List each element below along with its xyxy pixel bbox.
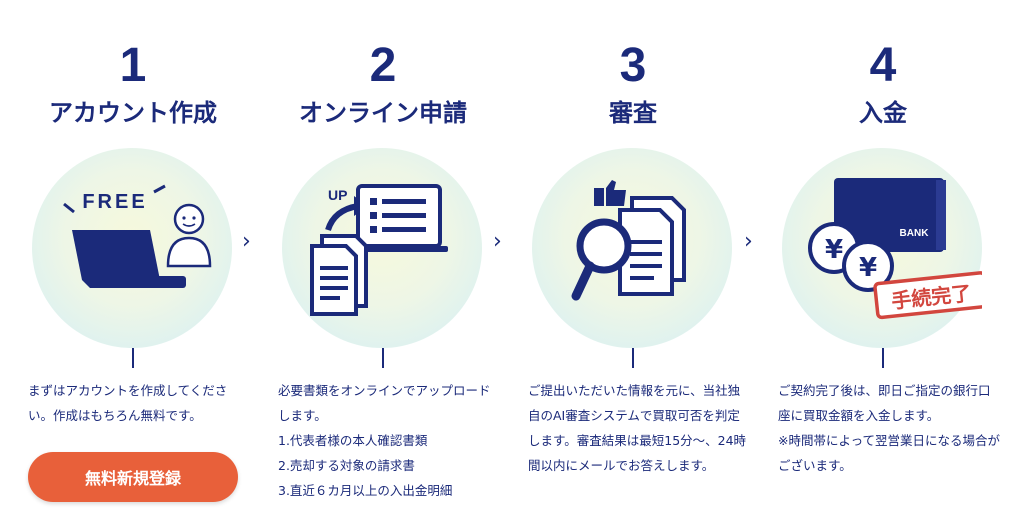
up-label: UP (328, 187, 347, 203)
free-signup-button[interactable]: 無料新規登録 (28, 452, 238, 502)
step-title: アカウント作成 (49, 99, 217, 127)
free-label: FREE (82, 191, 147, 213)
step-divider (382, 348, 384, 368)
step-number: 2 (369, 39, 397, 92)
step-title: 入金 (859, 99, 907, 127)
step-1: 1 アカウント作成 FREE まずはアカウントを作成してください。作成はもちろん… (8, 0, 258, 518)
step-description: まずはアカウントを作成してください。作成はもちろん無料です。 (28, 383, 228, 423)
step-4: 4 入金 BANK ¥ ¥ 手続完了 ご契約完了後は、即日ご指定の銀行口座に買取… (758, 0, 1008, 518)
step-illustration: UP (282, 148, 482, 348)
step-title: 審査 (609, 99, 657, 127)
step-description: ご契約完了後は、即日ご指定の銀行口座に買取金額を入金します。 ※時間帯によって翌… (778, 383, 1000, 473)
step-3: 3 審査 ご提出いただいた情報を元に、当社独自のAI審査システムで買取可否を判定… (508, 0, 758, 518)
step-2: 2 オンライン申請 UP 必要書類をオンラインでアップロードします。 1.代表者… (258, 0, 508, 518)
step-number: 3 (619, 39, 647, 92)
step-number: 4 (869, 39, 897, 92)
step-illustration: BANK ¥ ¥ 手続完了 (782, 148, 982, 348)
bank-label: BANK (900, 228, 930, 239)
step-description: ご提出いただいた情報を元に、当社独自のAI審査システムで買取可否を判定します。審… (528, 383, 747, 473)
step-title: オンライン申請 (299, 99, 467, 127)
upload-document-icon: UP (310, 184, 448, 316)
step-divider (632, 348, 634, 368)
step-divider (132, 348, 134, 368)
svg-text:¥: ¥ (825, 235, 843, 265)
chevron-right-icon: › (493, 229, 502, 254)
step-description: 必要書類をオンラインでアップロードします。 1.代表者様の本人確認書類 2.売却… (278, 383, 491, 498)
magnifier-review-icon (571, 180, 686, 301)
bank-yen-icon: BANK ¥ ¥ 手続完了 (808, 178, 982, 320)
step-number: 1 (119, 39, 147, 92)
chevron-right-icon: › (242, 229, 251, 254)
laptop-person-icon: FREE (63, 184, 212, 288)
step-illustration: FREE (32, 148, 232, 348)
step-illustration (532, 148, 732, 348)
svg-text:¥: ¥ (859, 253, 877, 283)
step-divider (882, 348, 884, 368)
chevron-right-icon: › (744, 229, 753, 254)
